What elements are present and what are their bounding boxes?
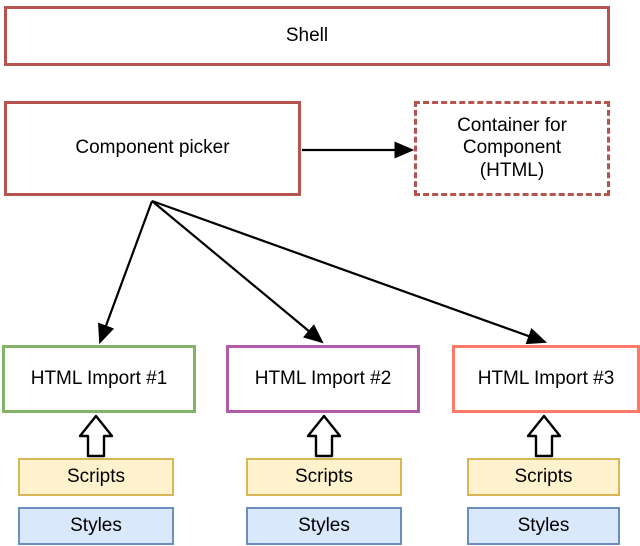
node-styles-3[interactable]: Styles — [467, 507, 620, 545]
edge-scripts-to-import-2 — [306, 414, 342, 458]
edge-picker-to-import-1 — [98, 200, 154, 345]
node-html-import-3[interactable]: HTML Import #3 — [452, 345, 640, 413]
node-shell[interactable]: Shell — [4, 6, 610, 66]
node-scripts-2[interactable]: Scripts — [246, 458, 402, 496]
node-styles-3-label: Styles — [517, 514, 570, 536]
node-scripts-3-label: Scripts — [514, 465, 573, 487]
node-html-import-3-label: HTML Import #3 — [477, 367, 615, 389]
edge-picker-to-import-3 — [151, 199, 548, 345]
edge-picker-to-import-2 — [151, 200, 324, 344]
node-html-import-1[interactable]: HTML Import #1 — [2, 345, 196, 413]
node-scripts-3[interactable]: Scripts — [467, 458, 620, 496]
node-component-picker-label: Component picker — [75, 137, 230, 159]
node-container-for-component-label: Container for Component (HTML) — [457, 114, 567, 181]
node-html-import-1-label: HTML Import #1 — [30, 367, 168, 389]
edge-scripts-to-import-1 — [78, 414, 114, 458]
node-styles-1[interactable]: Styles — [18, 507, 174, 545]
node-shell-label: Shell — [285, 24, 329, 46]
node-scripts-2-label: Scripts — [294, 465, 354, 487]
node-component-picker[interactable]: Component picker — [4, 101, 301, 196]
node-scripts-1[interactable]: Scripts — [18, 458, 174, 496]
node-html-import-2-label: HTML Import #2 — [254, 367, 392, 389]
node-styles-2-label: Styles — [298, 514, 350, 536]
node-html-import-2[interactable]: HTML Import #2 — [226, 345, 420, 413]
node-scripts-1-label: Scripts — [66, 465, 126, 487]
node-styles-1-label: Styles — [70, 514, 122, 536]
node-styles-2[interactable]: Styles — [246, 507, 402, 545]
edge-scripts-to-import-3 — [526, 414, 562, 458]
node-container-for-component[interactable]: Container for Component (HTML) — [414, 101, 610, 196]
